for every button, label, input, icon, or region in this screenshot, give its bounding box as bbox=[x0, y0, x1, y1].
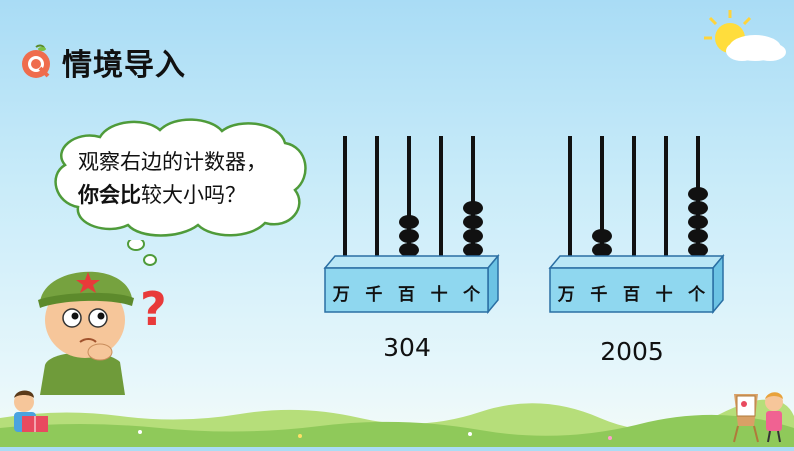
place-label: 个 bbox=[463, 285, 481, 305]
place-label: 千 bbox=[365, 285, 383, 305]
bubble-line-1: 观察右边的计数器， bbox=[78, 150, 267, 174]
abacus-1-value: 304 bbox=[383, 333, 431, 362]
abacus-1-labels: 万 千 百 十 个 bbox=[325, 280, 488, 305]
abacus-304: 万 千 百 十 个 304 bbox=[320, 130, 500, 370]
svg-text:?: ? bbox=[140, 282, 167, 336]
bubble-text: 观察右边的计数器， 你会比较大小吗？ bbox=[78, 146, 267, 212]
place-label: 十 bbox=[655, 285, 673, 305]
grass-strip bbox=[0, 398, 794, 447]
place-label: 万 bbox=[557, 285, 575, 305]
painting-child-icon bbox=[728, 386, 792, 444]
sun-cloud-icon bbox=[700, 8, 790, 68]
bubble-line-2: 你会比较大小吗？ bbox=[78, 179, 267, 212]
place-label: 十 bbox=[430, 285, 448, 305]
abacus-2-value: 2005 bbox=[600, 337, 664, 366]
place-label: 百 bbox=[397, 285, 415, 305]
page-title: 情境导入 bbox=[62, 48, 186, 83]
reading-child-icon bbox=[4, 386, 54, 444]
place-label: 百 bbox=[622, 285, 640, 305]
bubble-line-2-bold: 你会比 bbox=[78, 183, 141, 207]
abacus-2-labels: 万 千 百 十 个 bbox=[550, 280, 713, 305]
abacus-2005: 万 千 百 十 个 2005 bbox=[545, 130, 725, 370]
place-label: 个 bbox=[688, 285, 706, 305]
bubble-line-2-rest: 较大小吗？ bbox=[141, 183, 246, 207]
soldier-thinking-icon: ? bbox=[10, 237, 180, 395]
q-apple-icon bbox=[18, 44, 54, 80]
thought-bubble bbox=[40, 115, 315, 240]
question-mark-icon: ? bbox=[140, 282, 167, 336]
place-label: 千 bbox=[590, 285, 608, 305]
place-label: 万 bbox=[332, 285, 350, 305]
